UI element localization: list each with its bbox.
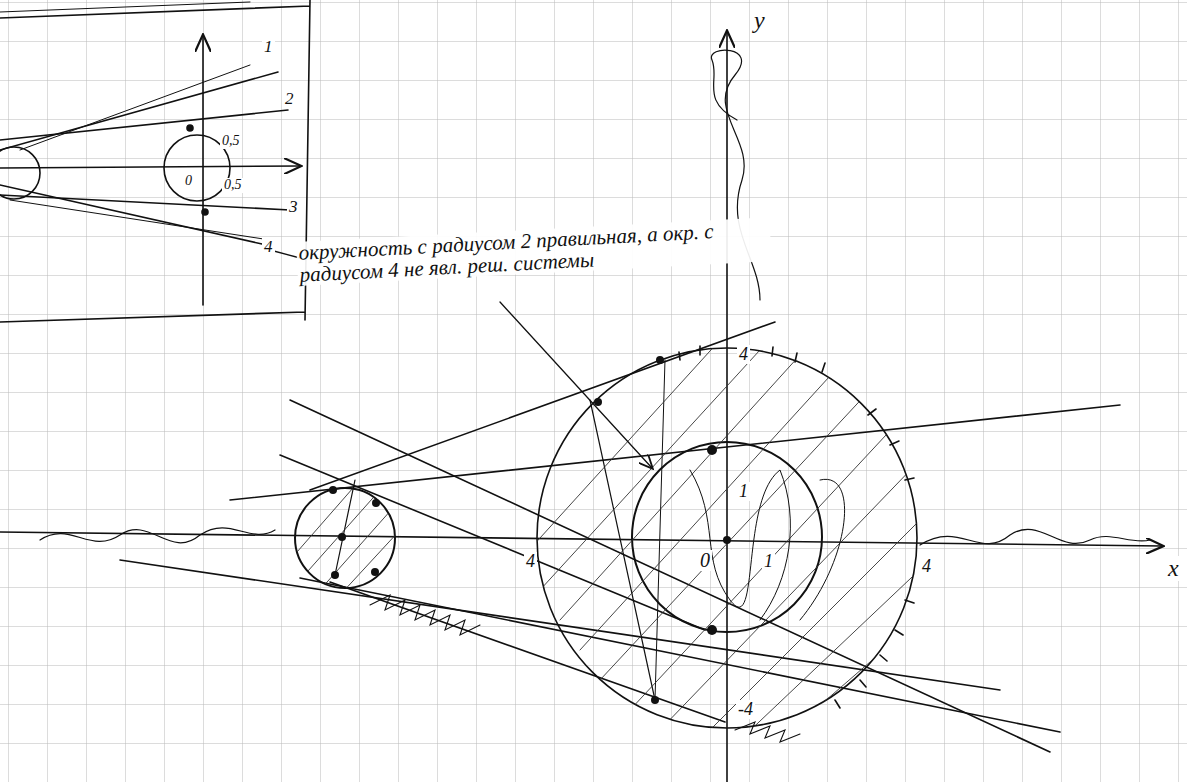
callout-number: 1 (262, 38, 275, 56)
tick-label: 4 (737, 345, 750, 364)
tick-label: 0,5 (222, 178, 244, 193)
axis-label: x (1166, 556, 1181, 581)
callout-number: 4 (262, 238, 275, 256)
drawing (0, 0, 1162, 782)
tick-label: 1 (762, 552, 775, 571)
origin-label: 0 (183, 174, 194, 189)
tick-label: 1 (737, 482, 750, 501)
axis-label: y (752, 8, 767, 33)
tick-label: 0,5 (220, 134, 242, 149)
tick-label: -4 (736, 700, 755, 719)
tick-label: 4 (920, 557, 933, 576)
callout-number: 2 (283, 90, 296, 108)
callout-number: 3 (287, 198, 300, 216)
origin-label: 0 (698, 550, 712, 571)
tick-label: 4 (524, 552, 537, 571)
